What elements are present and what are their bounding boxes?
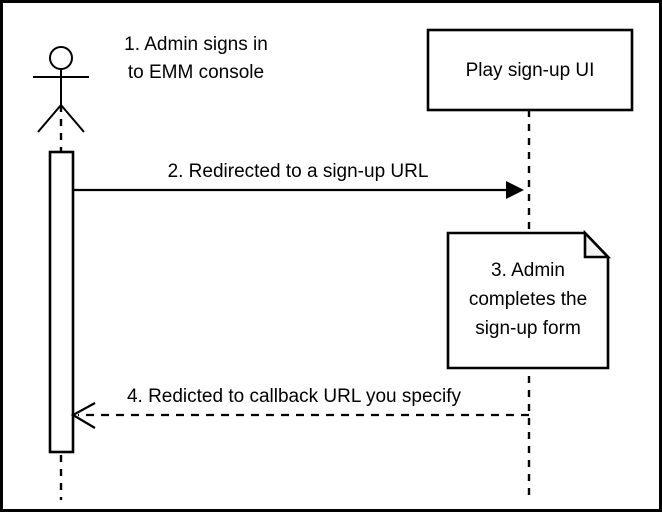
actor-leg-left-icon — [37, 104, 62, 133]
participant-admin[interactable] — [33, 46, 89, 133]
message-redirected-signup-url[interactable]: 2. Redirected to a sign-up URL — [73, 161, 524, 199]
participant-label-play-ui: Play sign-up UI — [466, 60, 595, 81]
message-2-arrowhead-icon — [506, 181, 524, 199]
message-4-arrowhead-icon — [70, 402, 96, 429]
step-1-label-line-2: to EMM console — [128, 62, 264, 83]
message-redirect-callback-url[interactable]: 4. Redicted to callback URL you specify — [70, 386, 529, 429]
participant-box-play-ui[interactable] — [426, 28, 634, 112]
note-fold-corner-icon — [583, 229, 612, 259]
message-4-label: 4. Redicted to callback URL you specify — [127, 386, 462, 407]
note-line-2: completes the — [469, 289, 587, 310]
note-line-1: 3. Admin — [491, 260, 565, 281]
note-line-3: sign-up form — [475, 318, 581, 339]
actor-head-icon — [49, 46, 73, 70]
note-admin-completes-form[interactable]: 3. Admin completes the sign-up form — [446, 229, 612, 370]
step-1-label-line-1: 1. Admin signs in — [124, 34, 268, 55]
actor-leg-right-icon — [60, 104, 85, 133]
note-body — [446, 231, 610, 370]
activation-bar-admin[interactable] — [48, 150, 75, 454]
message-2-label: 2. Redirected to a sign-up URL — [168, 161, 429, 182]
